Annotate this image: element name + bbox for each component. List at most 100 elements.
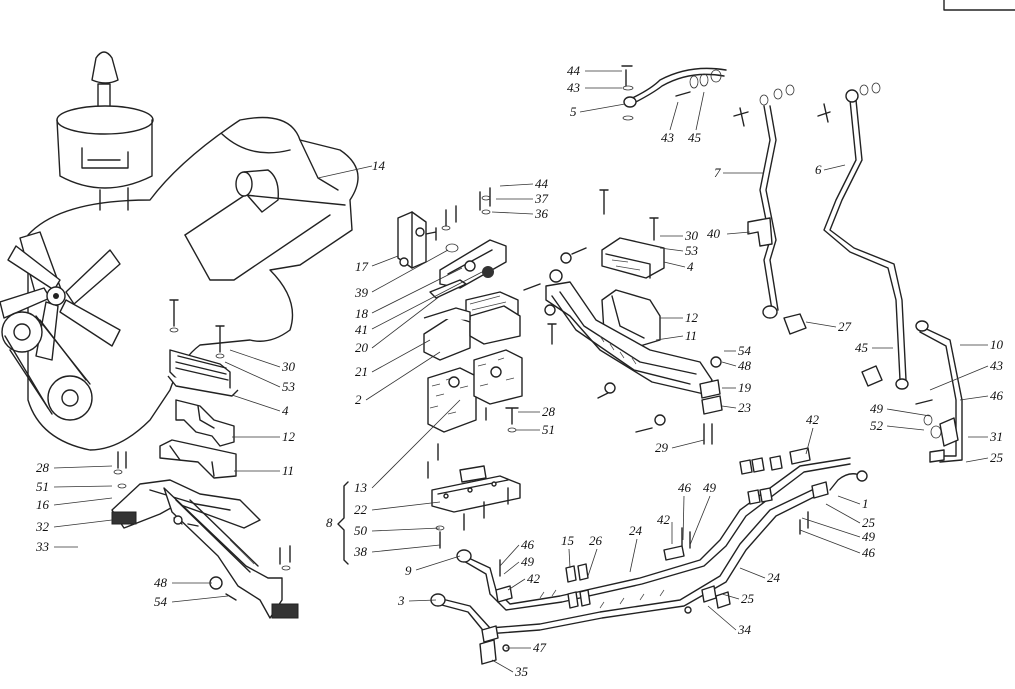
callout-c25b: 25 [862, 515, 876, 530]
callout-leader-c39 [371, 249, 449, 293]
callout-c39: 39 [354, 285, 369, 300]
callout-leader-c53b [224, 361, 281, 388]
callout-leader-c29 [671, 439, 705, 449]
callout-c18: 18 [355, 306, 369, 321]
callout-leader-c34 [707, 605, 737, 631]
callout-c8: 8 [326, 515, 333, 530]
callout-leader-c46b [682, 495, 685, 541]
callout-c3: 3 [397, 593, 405, 608]
callout-c46b: 46 [678, 480, 692, 495]
callout-c37: 37 [534, 191, 549, 206]
callout-c34: 34 [737, 622, 752, 637]
callout-leader-c21 [371, 339, 431, 373]
callout-c16: 16 [36, 497, 50, 512]
callout-c49d: 49 [521, 554, 535, 569]
callout-c26: 26 [589, 533, 603, 548]
callout-c1: 1 [862, 496, 869, 511]
callout-c30a: 30 [684, 228, 699, 243]
callout-leader-c25b [825, 503, 861, 524]
callout-leader-c14 [317, 165, 373, 179]
callout-leader-c51b [53, 485, 113, 488]
callout-leader-c46a [959, 395, 989, 401]
callout-c24a: 24 [629, 523, 643, 538]
callout-leader-c40 [726, 231, 751, 235]
callout-c54b: 54 [154, 594, 168, 609]
callout-c51a: 51 [542, 422, 555, 437]
callout-c11a: 11 [685, 328, 697, 343]
callout-leader-c16 [53, 497, 113, 506]
callout-c31: 31 [989, 429, 1003, 444]
callout-c9: 9 [405, 563, 412, 578]
callout-leader-c35 [491, 659, 514, 673]
callout-c44b: 44 [535, 176, 549, 191]
page-corner-frame [943, 0, 1015, 11]
callout-c22: 22 [354, 502, 368, 517]
callout-c7: 7 [714, 165, 721, 180]
callout-c51b: 51 [36, 479, 49, 494]
callout-c19: 19 [738, 380, 752, 395]
callout-c43b: 43 [661, 130, 675, 145]
callout-leader-c48a [721, 361, 737, 367]
callout-c46d: 46 [862, 545, 876, 560]
callout-leader-c49d [503, 561, 520, 575]
callout-leader-c45a [695, 91, 705, 131]
callout-c10: 10 [990, 337, 1004, 352]
callout-c27: 27 [838, 319, 852, 334]
callout-leader-c50 [371, 527, 441, 532]
callout-leader-c2 [365, 351, 441, 401]
callout-leader-c9 [415, 555, 461, 571]
callout-c49b: 49 [703, 480, 717, 495]
callout-leader-c28b [53, 465, 113, 469]
callout-c21: 21 [355, 364, 368, 379]
callout-leader-c30b [229, 349, 281, 368]
callout-leader-c27 [805, 321, 837, 328]
callout-leader-c49b [689, 495, 711, 546]
callout-c45a: 45 [688, 130, 702, 145]
callout-c2: 2 [355, 392, 362, 407]
callout-c53a: 53 [685, 243, 699, 258]
callout-c42c: 42 [527, 571, 541, 586]
callout-leader-c4b [231, 394, 281, 412]
callout-c53b: 53 [282, 379, 296, 394]
callout-leader-c38 [371, 544, 441, 553]
fan-drawing [0, 231, 121, 361]
left-support-stack [111, 299, 299, 619]
callout-leader-c46c [499, 544, 520, 567]
callout-c48a: 48 [738, 358, 752, 373]
callout-c12b: 12 [282, 429, 296, 444]
callout-c48b: 48 [154, 575, 168, 590]
callout-c49a: 49 [870, 401, 884, 416]
callout-c30b: 30 [281, 359, 296, 374]
callout-leader-c5a [579, 103, 626, 113]
callout-leader-c22 [371, 501, 441, 511]
callout-leader-c43c [929, 365, 989, 391]
callout-c14: 14 [372, 158, 386, 173]
callout-c52: 52 [870, 418, 884, 433]
callout-c5a: 5 [570, 104, 577, 119]
callout-c23: 23 [738, 400, 752, 415]
callout-c38: 38 [353, 544, 368, 559]
callout-leader-c15 [568, 548, 571, 569]
callout-leader-c49c [801, 517, 861, 538]
callout-leader-c20 [371, 295, 441, 349]
callout-leader-c17 [371, 255, 399, 267]
callout-leader-c18 [371, 267, 463, 314]
callout-leader-c42a [805, 427, 814, 455]
callout-c28a: 28 [542, 404, 556, 419]
callout-c41: 41 [355, 322, 368, 337]
callout-c32: 32 [35, 519, 50, 534]
callout-c24b: 24 [767, 570, 781, 585]
callout-c20: 20 [355, 340, 369, 355]
callout-c4a: 4 [687, 259, 694, 274]
callout-c29: 29 [655, 440, 669, 455]
callout-c43a: 43 [567, 80, 581, 95]
callout-c44a: 44 [567, 63, 581, 78]
callout-leader-c11a [655, 335, 684, 341]
center-assembly [337, 187, 523, 565]
callout-c36: 36 [534, 206, 549, 221]
right-support [523, 189, 723, 445]
callout-c4b: 4 [282, 403, 289, 418]
callout-leader-c24a [629, 538, 638, 573]
